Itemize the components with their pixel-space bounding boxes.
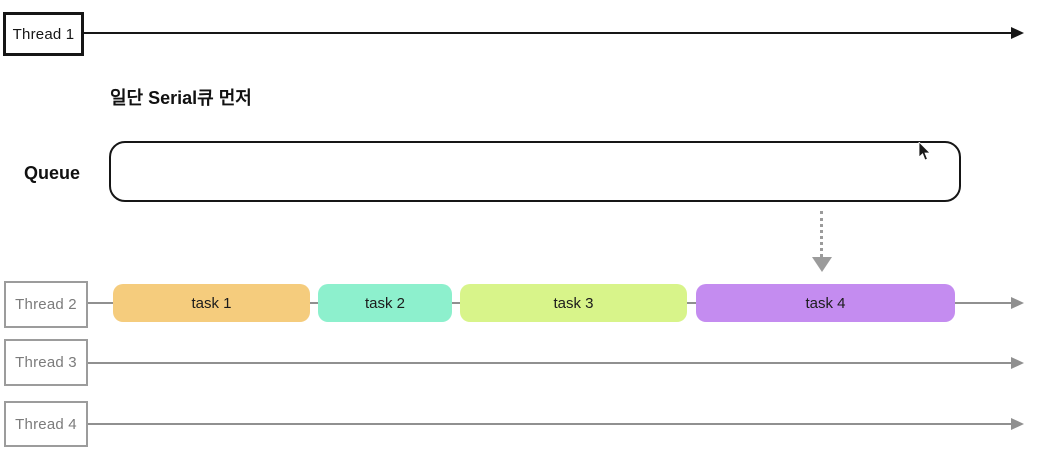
task-1-block: task 1 xyxy=(113,284,310,322)
thread-4-arrowhead-icon xyxy=(1011,418,1024,430)
task-4-block: task 4 xyxy=(696,284,955,322)
thread-2-label: Thread 2 xyxy=(15,296,77,313)
thread-1-arrowhead-icon xyxy=(1011,27,1024,39)
diagram-title: 일단 Serial큐 먼저 xyxy=(110,88,252,108)
thread-1-label: Thread 1 xyxy=(12,25,75,43)
task-2-label: task 2 xyxy=(364,294,406,312)
thread-3-timeline xyxy=(88,362,1011,364)
thread-3-box: Thread 3 xyxy=(4,339,88,386)
thread-3-label: Thread 3 xyxy=(15,354,77,371)
task-2-block: task 2 xyxy=(318,284,452,322)
thread-3-arrowhead-icon xyxy=(1011,357,1024,369)
thread-2-arrowhead-icon xyxy=(1011,297,1024,309)
task-3-block: task 3 xyxy=(460,284,687,322)
dispatch-arrowhead-icon xyxy=(812,257,832,272)
thread-2-box: Thread 2 xyxy=(4,281,88,328)
queue-box xyxy=(109,141,961,202)
thread-4-box: Thread 4 xyxy=(4,401,88,447)
mouse-cursor-icon xyxy=(918,142,931,161)
thread-4-timeline xyxy=(88,423,1011,425)
thread-1-timeline xyxy=(84,32,1011,34)
task-4-label: task 4 xyxy=(805,294,846,312)
task-3-label: task 3 xyxy=(553,294,594,312)
queue-label: Queue xyxy=(24,163,81,183)
dispatch-arrow-line xyxy=(820,211,823,257)
thread-1-box: Thread 1 xyxy=(3,12,84,56)
thread-4-label: Thread 4 xyxy=(15,415,77,433)
task-1-label: task 1 xyxy=(191,294,232,312)
